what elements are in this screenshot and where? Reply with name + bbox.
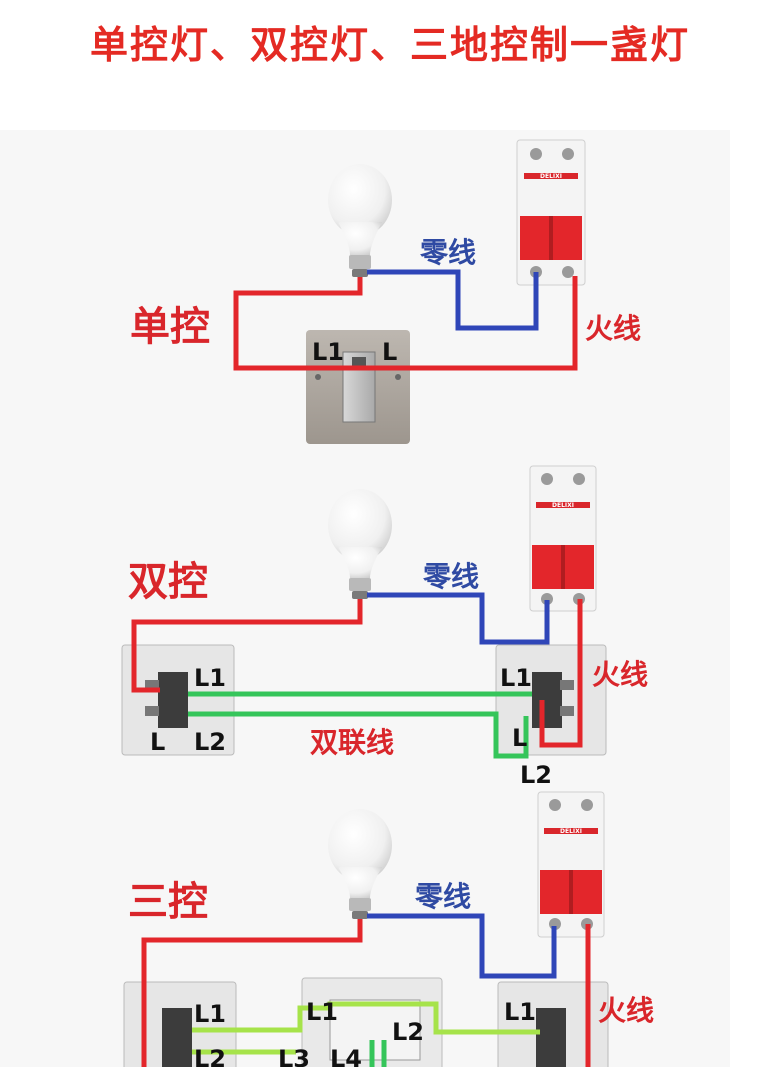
double-left-l2: L2 [194, 728, 226, 756]
single-control-section: DELIXI 单控 零线 火线 L1 L [130, 139, 641, 444]
triple-right-switch [497, 981, 609, 1067]
triple-middle-l4: L4 [330, 1045, 362, 1067]
triple-control-label: 三控 [128, 879, 208, 925]
breaker-icon: DELIXI [516, 139, 586, 286]
breaker-brand: DELIXI [560, 828, 582, 835]
bulb-icon [328, 164, 392, 277]
double-live-label: 火线 [592, 658, 648, 691]
page-title: 单控灯、双控灯、三地控制一盏灯 [89, 23, 690, 67]
single-terminal-l1: L1 [312, 338, 344, 366]
double-link-label: 双联线 [310, 726, 394, 759]
double-left-switch [121, 644, 235, 756]
single-terminal-l: L [382, 338, 397, 366]
triple-left-switch [123, 981, 237, 1067]
triple-left-l2: L2 [194, 1045, 226, 1067]
double-right-l1: L1 [500, 664, 532, 692]
breaker-icon: DELIXI [537, 791, 605, 938]
double-left-l: L [150, 728, 165, 756]
bulb-icon [328, 809, 392, 919]
double-left-l1: L1 [194, 664, 226, 692]
bulb-icon [328, 489, 392, 599]
double-control-section: DELIXI 双控 零线 火线 双联线 L1 L L2 L1 L [121, 465, 648, 789]
single-neutral-label: 零线 [420, 236, 476, 269]
triple-middle-l3: L3 [278, 1045, 310, 1067]
triple-right-l1: L1 [504, 998, 536, 1026]
double-neutral-label: 零线 [423, 560, 479, 593]
triple-middle-l2: L2 [392, 1018, 424, 1046]
triple-control-section: DELIXI 三控 零线 火线 L1 L2 L [123, 791, 654, 1067]
breaker-brand: DELIXI [540, 173, 562, 180]
triple-neutral-label: 零线 [415, 880, 471, 913]
triple-left-l1: L1 [194, 1000, 226, 1028]
single-switch [306, 330, 410, 444]
breaker-icon: DELIXI [529, 465, 597, 612]
triple-middle-l1: L1 [306, 998, 338, 1026]
double-control-label: 双控 [128, 559, 208, 605]
double-right-l2: L2 [520, 761, 552, 789]
single-control-label: 单控 [130, 304, 210, 350]
single-live-label: 火线 [585, 312, 641, 345]
triple-live-label: 火线 [598, 994, 654, 1027]
triple-middle-switch [301, 977, 443, 1067]
breaker-brand: DELIXI [552, 502, 574, 509]
double-right-l: L [512, 724, 527, 752]
